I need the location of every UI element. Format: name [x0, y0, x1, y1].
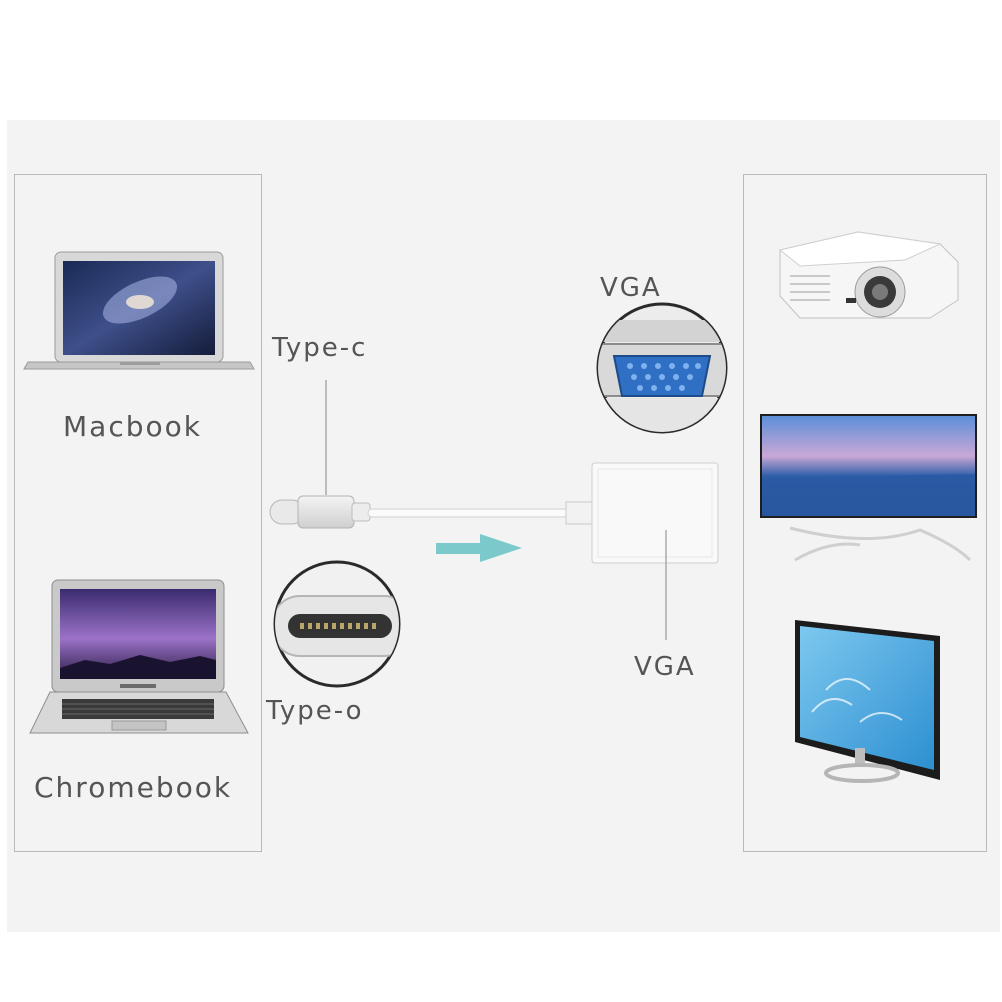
- monitor-icon: [795, 620, 940, 783]
- macbook-label: Macbook: [63, 410, 202, 443]
- usb-c-cable-icon: [269, 380, 571, 529]
- source-devices-panel: [14, 174, 262, 852]
- vga-port-closeup-icon: [596, 302, 728, 434]
- type-c-closeup-label: Type-o: [266, 696, 364, 726]
- macbook-icon: [23, 251, 255, 370]
- display-devices-panel: [743, 174, 987, 852]
- projector-icon: [778, 231, 959, 319]
- type-c-label: Type-c: [272, 333, 368, 363]
- tv-icon: [760, 414, 977, 562]
- vga-port-label: VGA: [600, 273, 662, 303]
- flow-arrow-icon: [436, 534, 522, 562]
- vga-adapter-label: VGA: [634, 652, 696, 682]
- vga-adapter-icon: [565, 462, 719, 640]
- chromebook-label: Chromebook: [34, 771, 233, 804]
- usb-c-port-closeup-icon: [273, 560, 401, 688]
- chromebook-icon: [29, 579, 249, 734]
